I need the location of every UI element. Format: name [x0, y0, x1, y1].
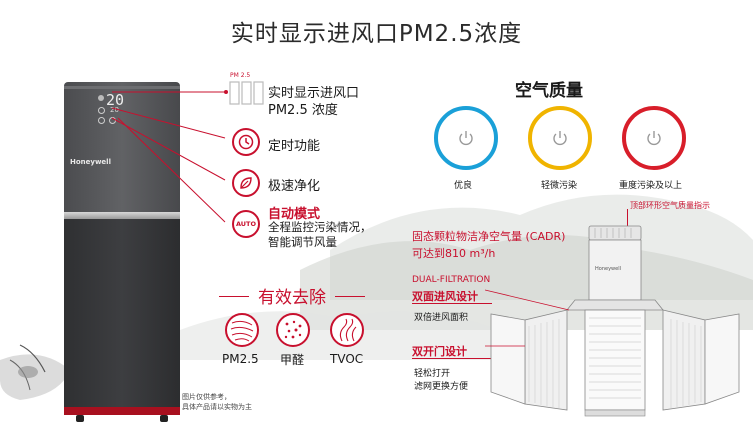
purifier-small-reading: 20 [110, 106, 119, 114]
purifier-button-2 [98, 117, 105, 124]
dual-filtration-en: DUAL-FILTRATION [412, 275, 491, 285]
clock-icon [232, 128, 260, 156]
removal-title: 有效去除 [258, 288, 326, 308]
svg-text:Honeywell: Honeywell [595, 266, 621, 272]
feature-auto-line3: 智能调节风量 [268, 235, 337, 249]
tvoc-particle-icon [330, 313, 364, 347]
power-icon [553, 131, 567, 146]
pm-label: PM 2.5 [230, 72, 251, 79]
purifier-top-panel [64, 82, 180, 212]
ring-indicator-label: 顶部环形空气质量指示 [630, 201, 710, 210]
purifier-button-1 [98, 107, 105, 114]
feature-pm-line1: 实时显示进风口 [268, 86, 360, 101]
removal-line-right [335, 296, 365, 297]
pm25-particle-icon [225, 313, 259, 347]
auto-icon-text: AUTO [235, 220, 257, 228]
purifier-screen-value: 20 [106, 91, 125, 109]
removal-formaldehyde: 甲醛 [280, 353, 305, 367]
doors-line1: 轻松打开 [414, 369, 451, 379]
dual-divider [412, 303, 492, 304]
purifier-led-dots [98, 95, 104, 101]
leaf-icon [232, 169, 260, 197]
aq-good-indicator [434, 106, 498, 170]
digit-outline-icon [229, 81, 264, 105]
doors-title: 双开门设计 [412, 345, 467, 358]
aq-heavy-indicator [622, 106, 686, 170]
feature-auto-title: 自动模式 [268, 207, 321, 222]
ring-indicator-line [627, 209, 628, 227]
open-door-purifier-illustration: Honeywell [485, 225, 740, 417]
cadr-line1: 固态颗粒物洁净空气量 (CADR) [412, 230, 566, 243]
aq-heavy-label: 重度污染及以上 [619, 181, 683, 191]
pm-digit-display [228, 80, 266, 106]
feature-turbo: 极速净化 [268, 179, 321, 194]
removal-pm25: PM2.5 [222, 352, 259, 366]
removal-tvoc: TVOC [330, 352, 364, 366]
purifier-product: 20 20 Honeywell [64, 82, 180, 422]
dual-filtration-cn: 双面进风设计 [412, 290, 478, 303]
air-quality-title: 空气质量 [515, 81, 583, 101]
aq-good-label: 优良 [454, 181, 473, 191]
aq-light-indicator [528, 106, 592, 170]
doors-divider [412, 358, 492, 359]
dual-filtration-sub: 双倍进风面积 [414, 313, 469, 323]
feature-pm-line2: PM2.5 浓度 [268, 103, 338, 118]
purifier-brand-logo: Honeywell [70, 158, 111, 166]
purifier-red-base [64, 407, 180, 415]
purifier-grille-top [64, 86, 180, 89]
power-icon [459, 131, 473, 146]
cadr-line2: 可达到810 m³/h [412, 247, 496, 260]
removal-line-left [219, 296, 249, 297]
doors-line2: 滤网更换方便 [414, 382, 469, 392]
purifier-silver-band [64, 212, 180, 219]
purifier-wheel-right [160, 415, 168, 422]
auto-mode-icon: AUTO [232, 210, 260, 238]
disclaimer-line2: 具体产品请以实物为主 [182, 403, 252, 411]
disclaimer-line1: 图片仅供参考， [182, 393, 231, 401]
feature-timer: 定时功能 [268, 139, 321, 154]
feature-auto-line2: 全程监控污染情况， [268, 220, 372, 234]
purifier-wheel-left [76, 415, 84, 422]
purifier-lower-body [64, 219, 180, 409]
formaldehyde-particle-icon [276, 313, 310, 347]
aq-light-label: 轻微污染 [541, 181, 578, 191]
page-title: 实时显示进风口PM2.5浓度 [230, 21, 523, 47]
purifier-button-3 [109, 117, 116, 124]
power-icon [647, 131, 661, 146]
